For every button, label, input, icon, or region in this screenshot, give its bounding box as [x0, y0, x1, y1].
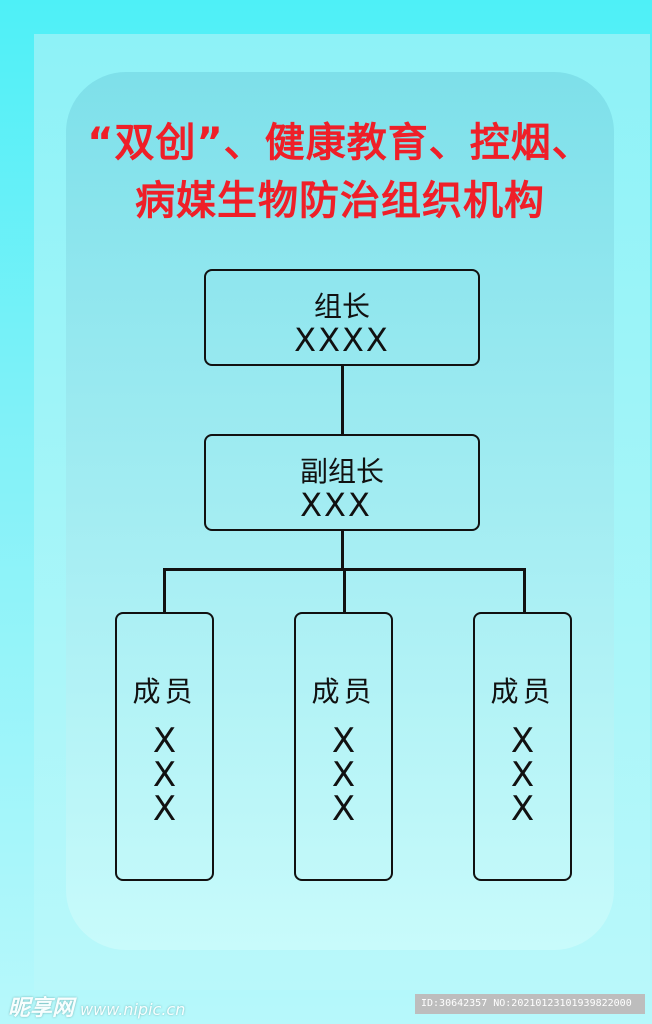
- member-name: XXX: [510, 721, 535, 829]
- watermark-url: www.nipic.cn: [80, 1000, 186, 1019]
- content-panel: [66, 72, 614, 950]
- member-role: 成员: [311, 675, 376, 708]
- leader-box: 组长 XXXX: [204, 269, 480, 366]
- connector-member-3: [523, 568, 526, 612]
- member-box-2: 成员 XXX: [294, 612, 393, 881]
- image-id-bar: ID:30642357 NO:20210123101939822000: [415, 994, 645, 1014]
- member-name: XXX: [331, 721, 356, 829]
- member-role: 成员: [132, 675, 197, 708]
- connector-member-1: [163, 568, 166, 612]
- leader-name: XXXX: [294, 321, 390, 359]
- member-name: XXX: [152, 721, 177, 829]
- poster-title-line1: “双创”、健康教育、控烟、: [87, 120, 593, 166]
- connector-member-2: [343, 568, 346, 612]
- watermark-brand: 昵享网: [8, 996, 75, 1021]
- poster-title-line2: 病媒生物防治组织机构: [135, 178, 545, 224]
- deputy-name: XXX: [300, 486, 372, 524]
- connector-deputy-down: [341, 531, 344, 570]
- watermark-logo: 昵享网 www.nipic.cn: [8, 990, 185, 1022]
- deputy-role: 副组长: [299, 455, 384, 488]
- member-role: 成员: [490, 675, 555, 708]
- member-box-3: 成员 XXX: [473, 612, 572, 881]
- member-box-1: 成员 XXX: [115, 612, 214, 881]
- deputy-box: 副组长 XXX: [204, 434, 480, 531]
- connector-leader-deputy: [341, 366, 344, 434]
- leader-role: 组长: [313, 290, 370, 323]
